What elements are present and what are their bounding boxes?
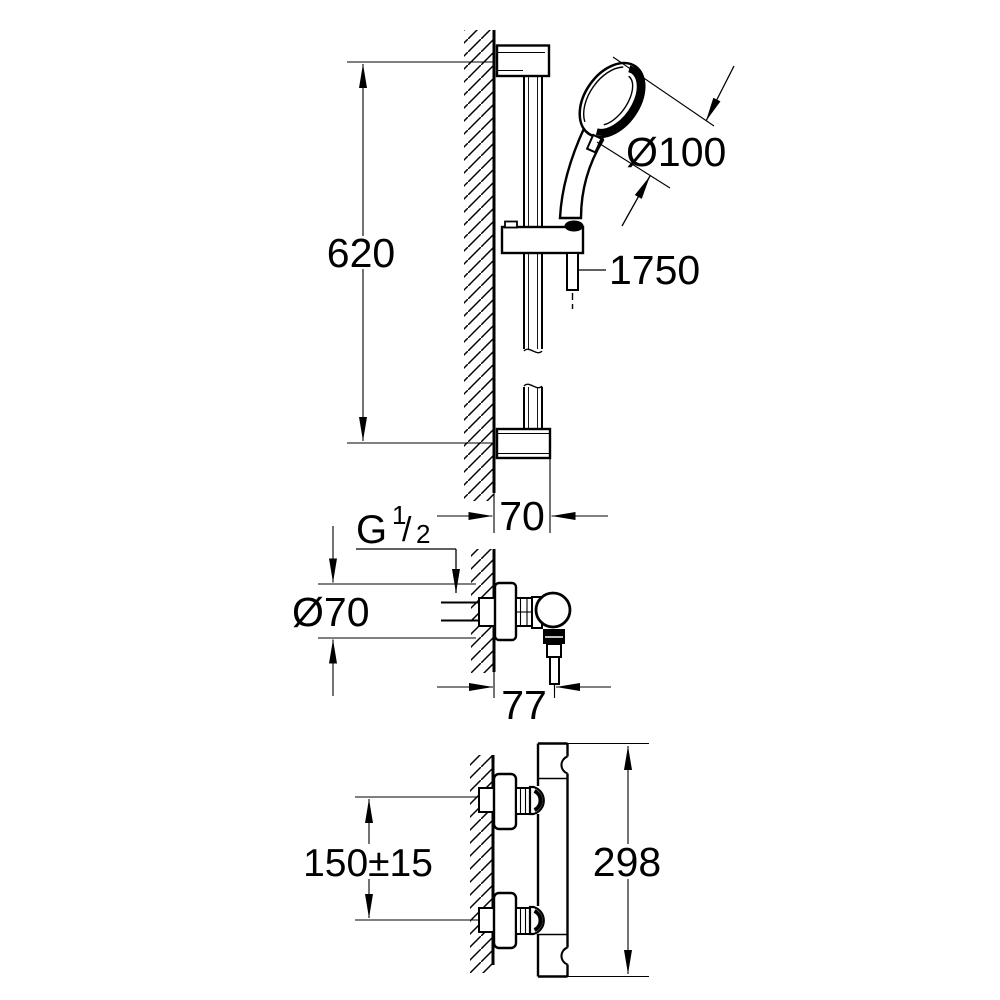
inlet-escutcheon-top	[492, 772, 518, 831]
dimension-flange-diameter: Ø70	[292, 526, 476, 696]
inlet-fitting-bottom	[478, 891, 545, 950]
handle-knob-arc-bottom	[560, 946, 568, 966]
inlet-escutcheon-bottom	[492, 891, 518, 950]
inlet-fitting-top	[478, 772, 545, 831]
hand-shower	[558, 61, 646, 220]
rail-height-label: 620	[327, 230, 395, 276]
holder-clamp-tab	[504, 220, 518, 229]
dimension-rail-height: 620	[327, 61, 493, 444]
outlet-connector	[546, 643, 562, 658]
dimension-hose-length: 1750	[579, 247, 700, 293]
handle-knob-arc-top	[560, 755, 568, 775]
inlet-spacing-label: 150±15	[303, 842, 433, 885]
holder-body	[500, 225, 585, 255]
shower-hose	[566, 252, 579, 291]
flange-diameter-label: Ø70	[292, 589, 370, 635]
valve-cap-circle	[534, 591, 572, 629]
hand-shower-head	[578, 61, 646, 139]
dimension-rail-offset: 70	[437, 458, 608, 539]
dimension-thread-size: G 1 / 2	[356, 500, 460, 593]
shower-rail	[495, 44, 552, 460]
dimension-mixer-height: 298	[567, 742, 661, 978]
wall-hatching-top	[464, 30, 494, 501]
shower-holder	[500, 220, 585, 309]
dimension-valve-depth: 77	[437, 682, 611, 728]
inlet-hex-bottom	[515, 907, 531, 935]
wall-nut-top	[478, 787, 495, 813]
wall-union-nut	[478, 597, 496, 627]
spray-selector-notch	[585, 133, 603, 154]
outlet-pipe	[549, 656, 560, 685]
head-diameter-label: Ø100	[626, 129, 726, 175]
spray-face-band	[595, 65, 644, 136]
valve-escutcheon	[493, 581, 518, 642]
wall-section-top	[464, 30, 496, 533]
rail-break-lower	[523, 383, 543, 389]
inlet-hex-top	[515, 787, 531, 815]
mixer-valve-side-view	[441, 581, 572, 691]
thread-size-label: G 1 / 2	[356, 500, 430, 552]
mixer-height-label: 298	[593, 839, 661, 885]
valve-depth-label: 77	[501, 682, 547, 728]
holder-cone-opening	[564, 220, 584, 232]
rail-offset-label: 70	[499, 493, 545, 539]
dimension-inlet-spacing: 150±15	[303, 799, 433, 918]
wall-nut-bottom	[478, 907, 495, 933]
hose-length-label: 1750	[609, 247, 700, 293]
rail-break-upper	[523, 348, 543, 354]
thermostat-mixer-front-view	[478, 742, 569, 978]
rail-top-bracket	[495, 44, 551, 78]
dimension-head-diameter: Ø100	[596, 56, 735, 227]
